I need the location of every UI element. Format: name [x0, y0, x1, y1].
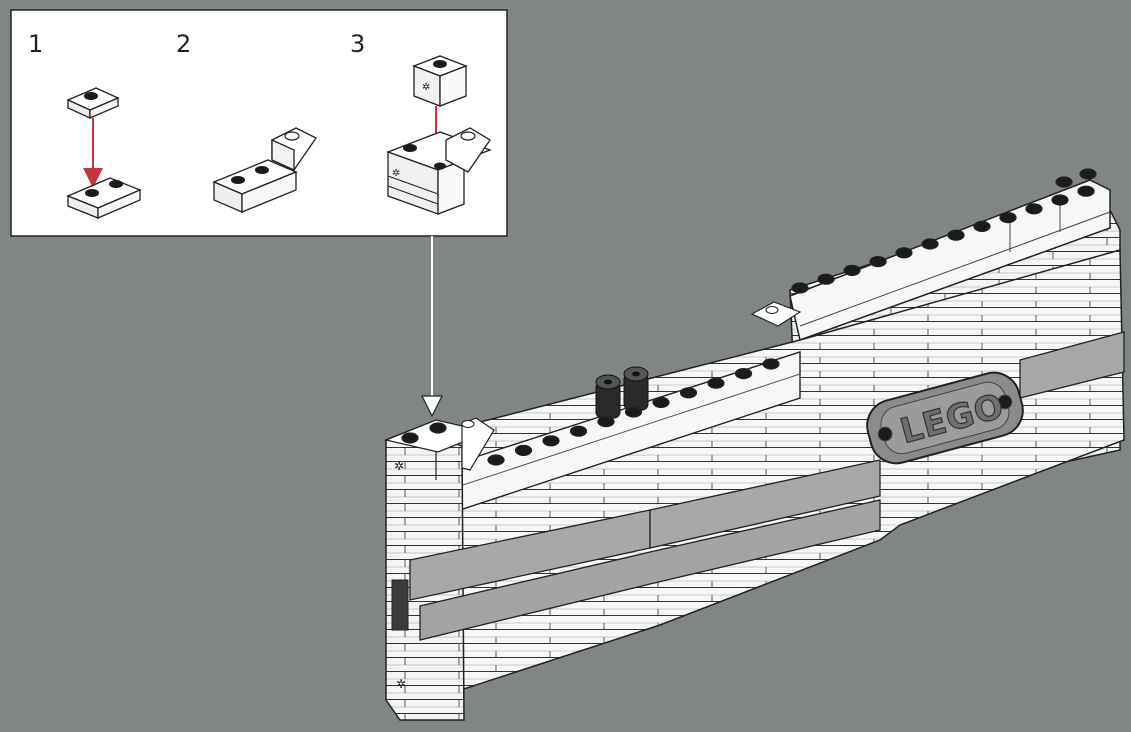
- step-1-illustration: [66, 87, 142, 219]
- wall-model: ✲ ✲ LEGO: [383, 168, 1125, 721]
- stud-icon: [461, 420, 475, 428]
- svg-text:✲: ✲: [396, 677, 406, 691]
- stud-icon: [255, 166, 269, 174]
- stud-icon: [569, 425, 588, 437]
- stud-icon: [1079, 168, 1097, 180]
- step-number-3: 3: [350, 30, 365, 58]
- stud-icon: [84, 92, 98, 100]
- callout-pointer-arrowhead: [421, 395, 443, 418]
- stud-icon: [921, 238, 939, 250]
- step-number-2: 2: [176, 30, 191, 58]
- logo-plate: LEGO: [866, 371, 1024, 465]
- stud-icon: [1025, 203, 1043, 215]
- step-number-1: 1: [28, 30, 43, 58]
- stud-icon: [624, 406, 643, 418]
- stud-icon: [762, 358, 780, 370]
- step-2-illustration: [212, 127, 317, 213]
- trim-bar: [419, 499, 881, 641]
- technic-pin-icon: [877, 426, 893, 442]
- technic-pin-icon: [997, 394, 1013, 410]
- callout-box: 1 2 3: [10, 9, 508, 237]
- stud-icon: [429, 422, 447, 434]
- stud-icon: [734, 368, 753, 380]
- stud-icon: [514, 444, 533, 456]
- stud-icon: [707, 377, 725, 389]
- stud-row: [401, 358, 780, 466]
- trim-bar: [649, 459, 881, 549]
- step-3-illustration: ✲ ✲: [386, 55, 492, 215]
- stud-icon: [999, 212, 1017, 224]
- stud-icon: [85, 189, 99, 197]
- stud-icon: [487, 454, 505, 466]
- stud-icon: [765, 306, 779, 314]
- svg-text:✲: ✲: [394, 459, 404, 473]
- stud-icon: [231, 176, 245, 184]
- stud-icon: [460, 131, 476, 141]
- stud-icon: [947, 229, 965, 241]
- stud-icon: [817, 273, 835, 285]
- stud-icon: [973, 220, 991, 232]
- svg-text:✲: ✲: [392, 168, 400, 179]
- stud-row: [791, 168, 1097, 294]
- wall-slot: [391, 579, 409, 631]
- stud-icon: [843, 264, 861, 276]
- trim-bar: [1019, 331, 1125, 399]
- stud-icon: [401, 432, 419, 444]
- stud-icon: [679, 387, 698, 399]
- stud-icon: [284, 131, 300, 141]
- stud-icon: [597, 416, 615, 428]
- stud-icon: [1051, 194, 1069, 206]
- stud-icon: [652, 396, 670, 408]
- stud-icon: [542, 435, 560, 447]
- stud-icon: [895, 247, 913, 259]
- stud-icon: [109, 180, 123, 188]
- stud-icon: [791, 282, 809, 294]
- stud-icon: [434, 162, 446, 170]
- stud-icon: [403, 144, 417, 152]
- stud-icon: [433, 60, 447, 68]
- svg-text:✲: ✲: [422, 82, 430, 93]
- stud-icon: [1055, 176, 1073, 188]
- stud-icon: [869, 256, 887, 268]
- stud-icon: [1077, 185, 1095, 197]
